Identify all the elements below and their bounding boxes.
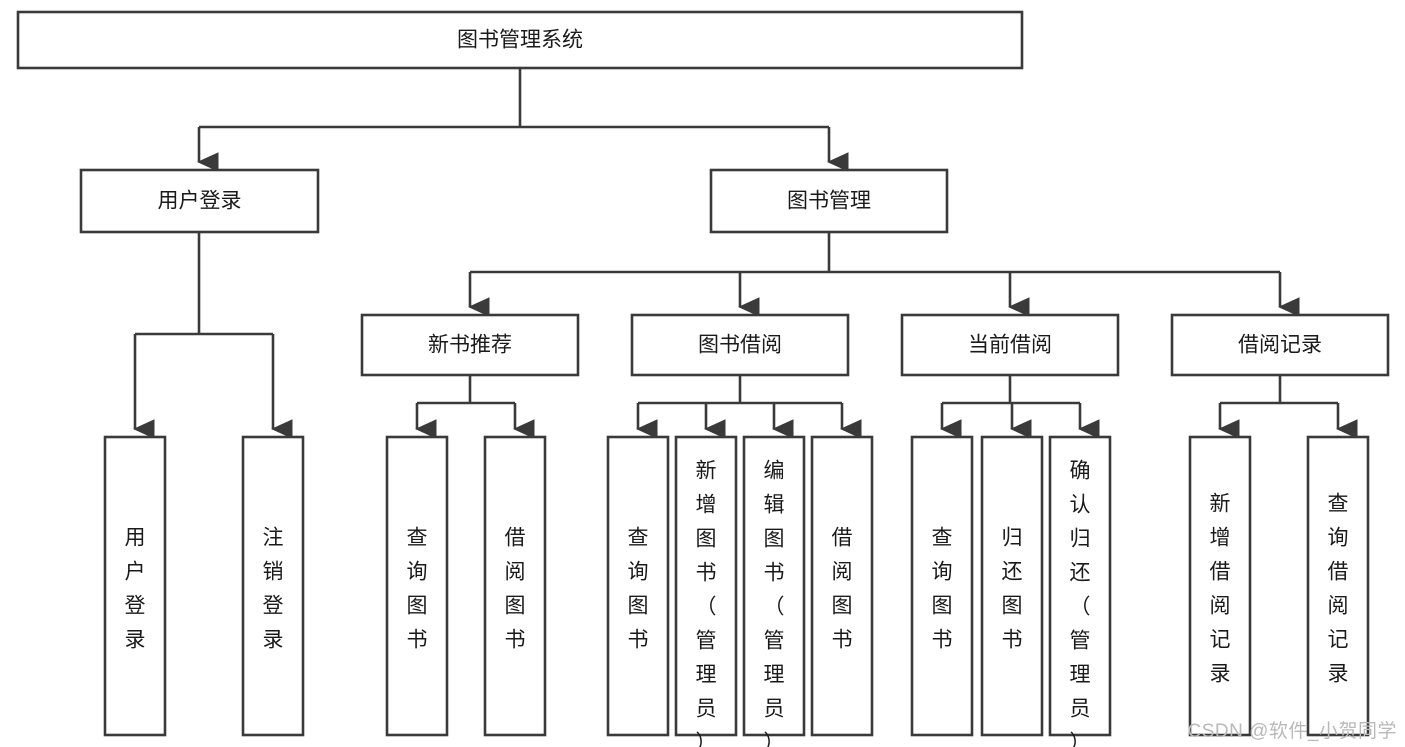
- leaf-node-label: 借阅图书: [832, 527, 853, 652]
- node-borrow-record-label: 借阅记录: [1238, 334, 1322, 357]
- edge-group-current-borrow: [940, 375, 1100, 439]
- watermark: CSDN @软件_小贺同学: [1187, 721, 1397, 742]
- leaf-node-box[interactable]: [1188, 435, 1252, 737]
- node-book-borrow-box[interactable]: [630, 313, 850, 377]
- edge-group-borrow-record: [1218, 375, 1358, 439]
- leaf-node-label: 新增图书（管理员）: [696, 460, 717, 747]
- edge-group-user-login: [133, 232, 293, 439]
- edge-group-root: [197, 68, 849, 172]
- leaf-node-layer: 用户登录 注销登录 查询图书 借阅图书 查询图书 新增图书（管理员） 编辑图书（管理员） 借阅…: [103, 435, 1370, 747]
- node-current-borrow-label: 当前借阅: [968, 334, 1052, 357]
- node-book-manage-box[interactable]: [709, 168, 949, 234]
- leaf-node-label: 注销登录: [263, 527, 284, 652]
- node-borrow-record-box[interactable]: [1170, 313, 1390, 377]
- leaf-node-label: 查询图书: [407, 527, 428, 652]
- node-book-borrow[interactable]: 图书借阅: [630, 313, 850, 377]
- leaf-node-box[interactable]: [810, 435, 874, 737]
- node-new-book-recommend[interactable]: 新书推荐: [360, 313, 580, 377]
- leaf-node-label: 确认归还（管理员）: [1070, 460, 1091, 747]
- node-book-manage[interactable]: 图书管理: [709, 168, 949, 234]
- leaf-node-box[interactable]: [674, 435, 738, 737]
- node-root-box[interactable]: [16, 10, 1024, 70]
- leaf-node[interactable]: 借阅图书: [483, 435, 547, 737]
- leaf-node-box[interactable]: [103, 435, 167, 737]
- node-book-manage-label: 图书管理: [787, 190, 871, 213]
- leaf-node-box[interactable]: [910, 435, 974, 737]
- leaf-node-box[interactable]: [980, 435, 1044, 737]
- leaf-node-box[interactable]: [483, 435, 547, 737]
- edge-group-book-manage: [468, 232, 1300, 317]
- leaf-node[interactable]: 查询图书: [606, 435, 670, 737]
- leaf-node-box[interactable]: [385, 435, 449, 737]
- leaf-node-box[interactable]: [241, 435, 305, 737]
- leaf-node[interactable]: 确认归还（管理员）: [1048, 435, 1112, 747]
- node-current-borrow[interactable]: 当前借阅: [900, 313, 1120, 377]
- leaf-node-label: 查询借阅记录: [1328, 493, 1349, 686]
- leaf-node-box[interactable]: [1306, 435, 1370, 737]
- leaf-node-label: 查询图书: [628, 527, 649, 652]
- leaf-node-label: 归还图书: [1002, 527, 1023, 652]
- node-current-borrow-box[interactable]: [900, 313, 1120, 377]
- leaf-node-label: 新增借阅记录: [1210, 493, 1231, 686]
- leaf-node-box[interactable]: [606, 435, 670, 737]
- leaf-node[interactable]: 注销登录: [241, 435, 305, 737]
- edge-group-new-book: [415, 375, 535, 439]
- node-borrow-record[interactable]: 借阅记录: [1170, 313, 1390, 377]
- node-book-borrow-label: 图书借阅: [698, 334, 782, 357]
- leaf-node-box[interactable]: [1048, 435, 1112, 737]
- node-root-label: 图书管理系统: [457, 29, 583, 52]
- leaf-node-label: 用户登录: [125, 527, 146, 652]
- node-user-login-label: 用户登录: [158, 190, 242, 213]
- leaf-node-label: 编辑图书（管理员）: [764, 460, 785, 747]
- leaf-node-label: 借阅图书: [505, 527, 526, 652]
- leaf-node[interactable]: 借阅图书: [810, 435, 874, 737]
- leaf-node[interactable]: 编辑图书（管理员）: [742, 435, 806, 747]
- leaf-node[interactable]: 新增图书（管理员）: [674, 435, 738, 747]
- node-user-login-box[interactable]: [79, 168, 320, 234]
- leaf-node[interactable]: 用户登录: [103, 435, 167, 737]
- node-new-book-recommend-label: 新书推荐: [428, 334, 512, 357]
- leaf-node[interactable]: 查询借阅记录: [1306, 435, 1370, 737]
- leaf-node-label: 查询图书: [932, 527, 953, 652]
- leaf-node[interactable]: 查询图书: [385, 435, 449, 737]
- edge-group-borrow: [636, 375, 862, 439]
- leaf-node[interactable]: 归还图书: [980, 435, 1044, 737]
- node-new-book-recommend-box[interactable]: [360, 313, 580, 377]
- leaf-node[interactable]: 新增借阅记录: [1188, 435, 1252, 737]
- node-user-login[interactable]: 用户登录: [79, 168, 320, 234]
- leaf-node-box[interactable]: [742, 435, 806, 737]
- leaf-node[interactable]: 查询图书: [910, 435, 974, 737]
- node-root[interactable]: 图书管理系统: [16, 10, 1024, 70]
